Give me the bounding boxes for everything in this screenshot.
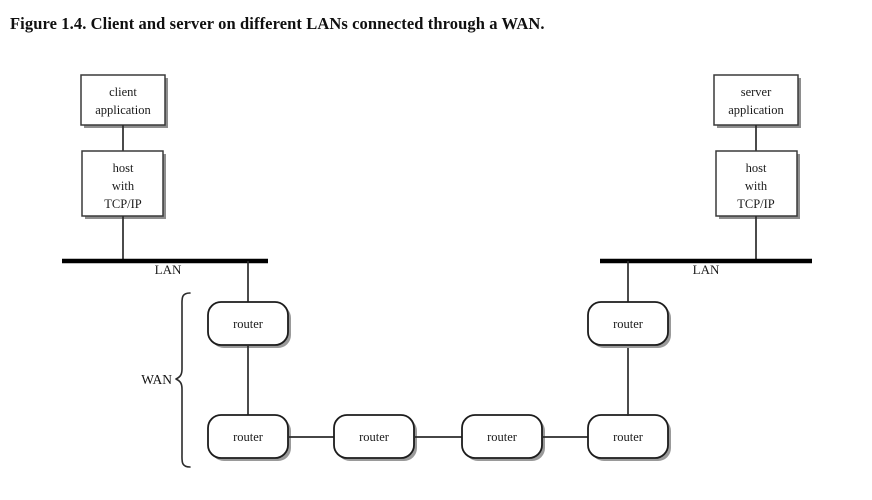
server-application-box [713, 74, 799, 126]
client-application-label-line2: application [95, 103, 151, 117]
right-host-node[interactable]: host with TCP/IP [715, 150, 800, 219]
wan-brace [175, 292, 191, 468]
client-application-label-line1: client [109, 85, 137, 99]
left-host-node[interactable]: host with TCP/IP [81, 150, 166, 219]
right-host-label-line1: host [746, 161, 767, 175]
router-left-lower[interactable]: router [207, 414, 291, 461]
wan-label: WAN [141, 372, 172, 387]
client-application-box [80, 74, 166, 126]
left-host-label-line3: TCP/IP [104, 197, 142, 211]
router-right-lower[interactable]: router [587, 414, 671, 461]
router-right-lower-label: router [613, 430, 644, 444]
client-application-node[interactable]: client application [80, 74, 168, 128]
router-right-upper-box [587, 301, 669, 346]
left-host-label-line1: host [113, 161, 134, 175]
right-lan-label: LAN [693, 262, 720, 277]
left-lan-label: LAN [155, 262, 182, 277]
router-left-upper[interactable]: router [207, 301, 291, 348]
router-mid-1-label: router [359, 430, 390, 444]
left-host-label-line2: with [112, 179, 135, 193]
router-left-lower-label: router [233, 430, 264, 444]
router-mid-1[interactable]: router [333, 414, 417, 461]
left-host-box [81, 150, 164, 217]
right-host-label-line2: with [745, 179, 768, 193]
right-host-box [715, 150, 798, 217]
right-host-label-line3: TCP/IP [737, 197, 775, 211]
server-application-label-line1: server [741, 85, 772, 99]
router-mid-2[interactable]: router [461, 414, 545, 461]
figure-title: Figure 1.4. Client and server on differe… [10, 14, 545, 33]
server-application-node[interactable]: server application [713, 74, 801, 128]
router-left-upper-label: router [233, 317, 264, 331]
router-right-upper[interactable]: router [587, 301, 671, 348]
server-application-label-line2: application [728, 103, 784, 117]
router-mid-2-label: router [487, 430, 518, 444]
router-right-upper-label: router [613, 317, 644, 331]
